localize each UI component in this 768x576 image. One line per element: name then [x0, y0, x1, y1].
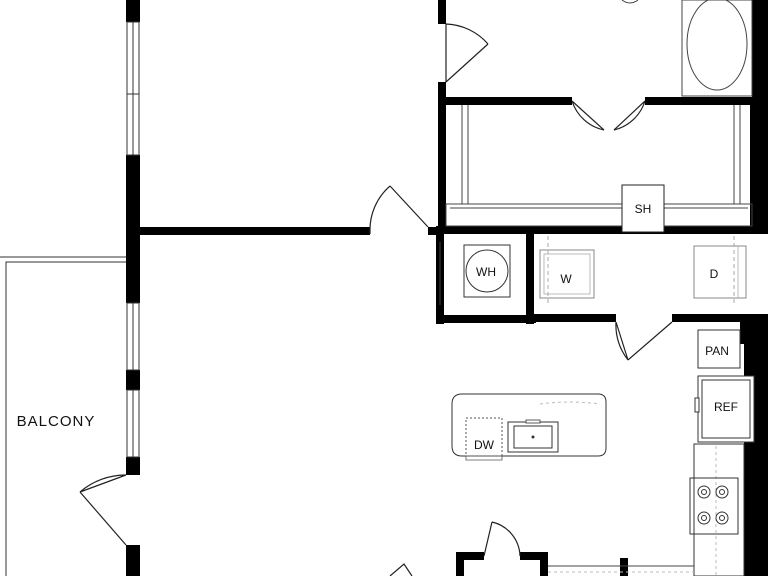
- wall-laundry-bottom-right: [672, 314, 768, 322]
- burner-3: [697, 511, 711, 525]
- wall-left-mid2: [126, 370, 140, 390]
- door-bottom-partial: [389, 563, 413, 576]
- doors: [79, 23, 673, 576]
- kitchen-island: DW: [451, 393, 607, 461]
- walls: [126, 0, 768, 576]
- wall-bedroom-bottom: [140, 227, 370, 235]
- closet-rod: [445, 203, 753, 227]
- wall-bedroom-right: [438, 82, 446, 234]
- toilet-edge: [621, 0, 639, 4]
- windows: [126, 21, 140, 458]
- refrigerator-label: REF: [714, 400, 738, 414]
- wall-left-low: [126, 457, 140, 475]
- wall-wh-bottom: [436, 315, 536, 323]
- wall-entry-left: [456, 552, 464, 576]
- wall-entry-top-left: [456, 552, 484, 560]
- shelf: SH: [621, 184, 665, 233]
- wall-closet-right: [750, 97, 768, 230]
- wall-bottom-right-post: [620, 558, 628, 576]
- washer: W: [539, 249, 595, 299]
- pantry-label: PAN: [705, 344, 729, 358]
- wall-closet-bottom: [436, 226, 768, 234]
- closet-shelving: [445, 105, 753, 227]
- wall-closet-top-left: [446, 97, 572, 105]
- water-heater: WH: [463, 244, 511, 298]
- shelf-box: [621, 184, 665, 233]
- wall-closet-top-right: [645, 97, 755, 105]
- dryer: D: [693, 245, 747, 299]
- range: [689, 477, 739, 535]
- balcony-outline: [0, 256, 126, 576]
- pantry: PAN: [697, 329, 741, 369]
- kitchen-counter: [548, 443, 745, 576]
- balcony-label: BALCONY: [17, 413, 96, 430]
- bath-door: [445, 23, 489, 83]
- bathtub: [681, 0, 753, 97]
- wall-kitchen-right: [740, 322, 768, 344]
- entry-door: [483, 521, 521, 557]
- wall-left-bottom: [126, 545, 140, 576]
- wall-entry-top-right: [520, 552, 548, 560]
- wall-bedroom-bottom-right: [428, 227, 442, 235]
- washer-label: W: [560, 272, 572, 286]
- wall-left-upper: [126, 0, 140, 22]
- closet-door-left: [571, 100, 605, 131]
- bedroom-door: [369, 185, 429, 234]
- laundry-door: [615, 321, 673, 361]
- wall-left-mid: [126, 155, 140, 303]
- tub-basin: [686, 0, 748, 91]
- balcony-door: [79, 474, 127, 546]
- wall-bath-right: [752, 0, 768, 100]
- wall-bedroom-right-top: [438, 0, 446, 24]
- water-heater-label: WH: [476, 265, 496, 279]
- shelf-label: SH: [635, 202, 652, 216]
- burner-4: [715, 511, 729, 525]
- bath-fixtures: [621, 0, 753, 97]
- wall-entry-right: [540, 552, 548, 576]
- dryer-label: D: [710, 267, 719, 281]
- closet-door-right: [613, 100, 646, 131]
- burner-1: [697, 485, 711, 499]
- wall-laundry-bottom-left: [526, 314, 616, 322]
- refrigerator: REF: [694, 375, 755, 443]
- wall-wh-right: [526, 234, 534, 324]
- burner-2: [715, 485, 729, 499]
- dishwasher-label: DW: [474, 438, 495, 452]
